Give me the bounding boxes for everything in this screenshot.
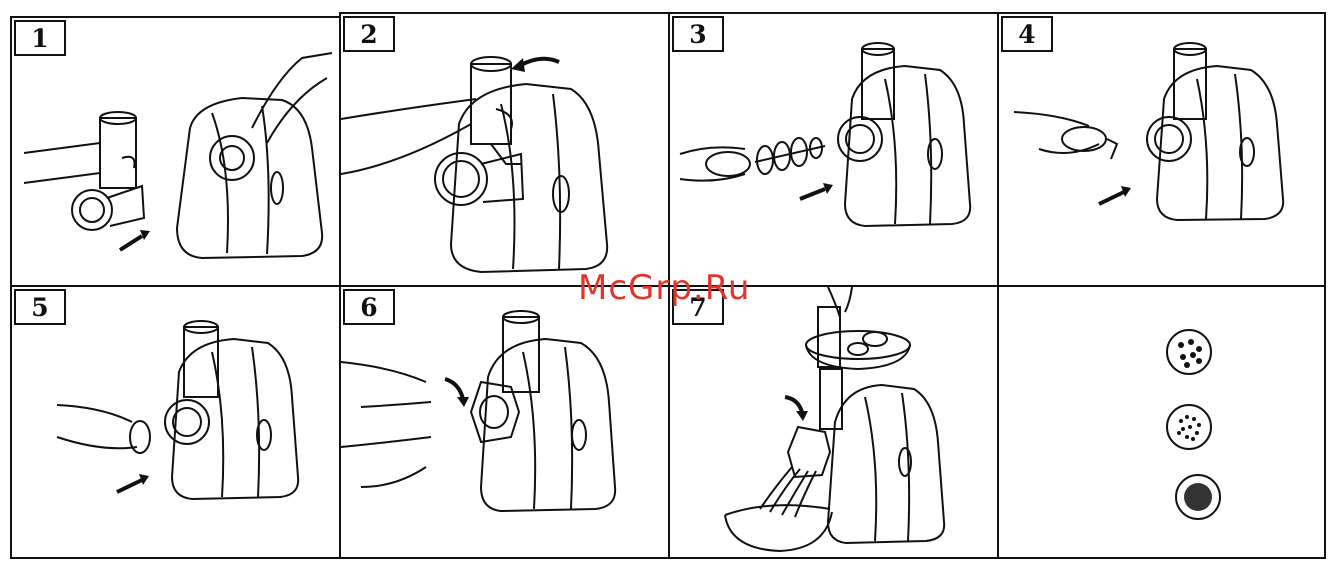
step-panel-1: 1 [12, 18, 339, 285]
step-panel-3: 3 [670, 14, 997, 285]
assembly-illustration [999, 14, 1324, 285]
assembly-illustration [670, 287, 997, 557]
watermark: McGrp.Ru [578, 268, 750, 308]
plates-panel [999, 287, 1324, 557]
step-panel-7: 7 [670, 287, 997, 557]
step-panel-6: 6 [341, 287, 668, 557]
assembly-illustration [12, 18, 339, 285]
step-panel-4: 4 [999, 14, 1324, 285]
assembly-illustration [670, 14, 997, 285]
step-panel-5: 5 [12, 287, 339, 557]
step-panel-2: 2 [341, 14, 668, 285]
assembly-illustration [341, 14, 668, 285]
assembly-illustration [341, 287, 668, 557]
assembly-illustration [12, 287, 339, 557]
cutting-plates-illustration [999, 287, 1324, 557]
